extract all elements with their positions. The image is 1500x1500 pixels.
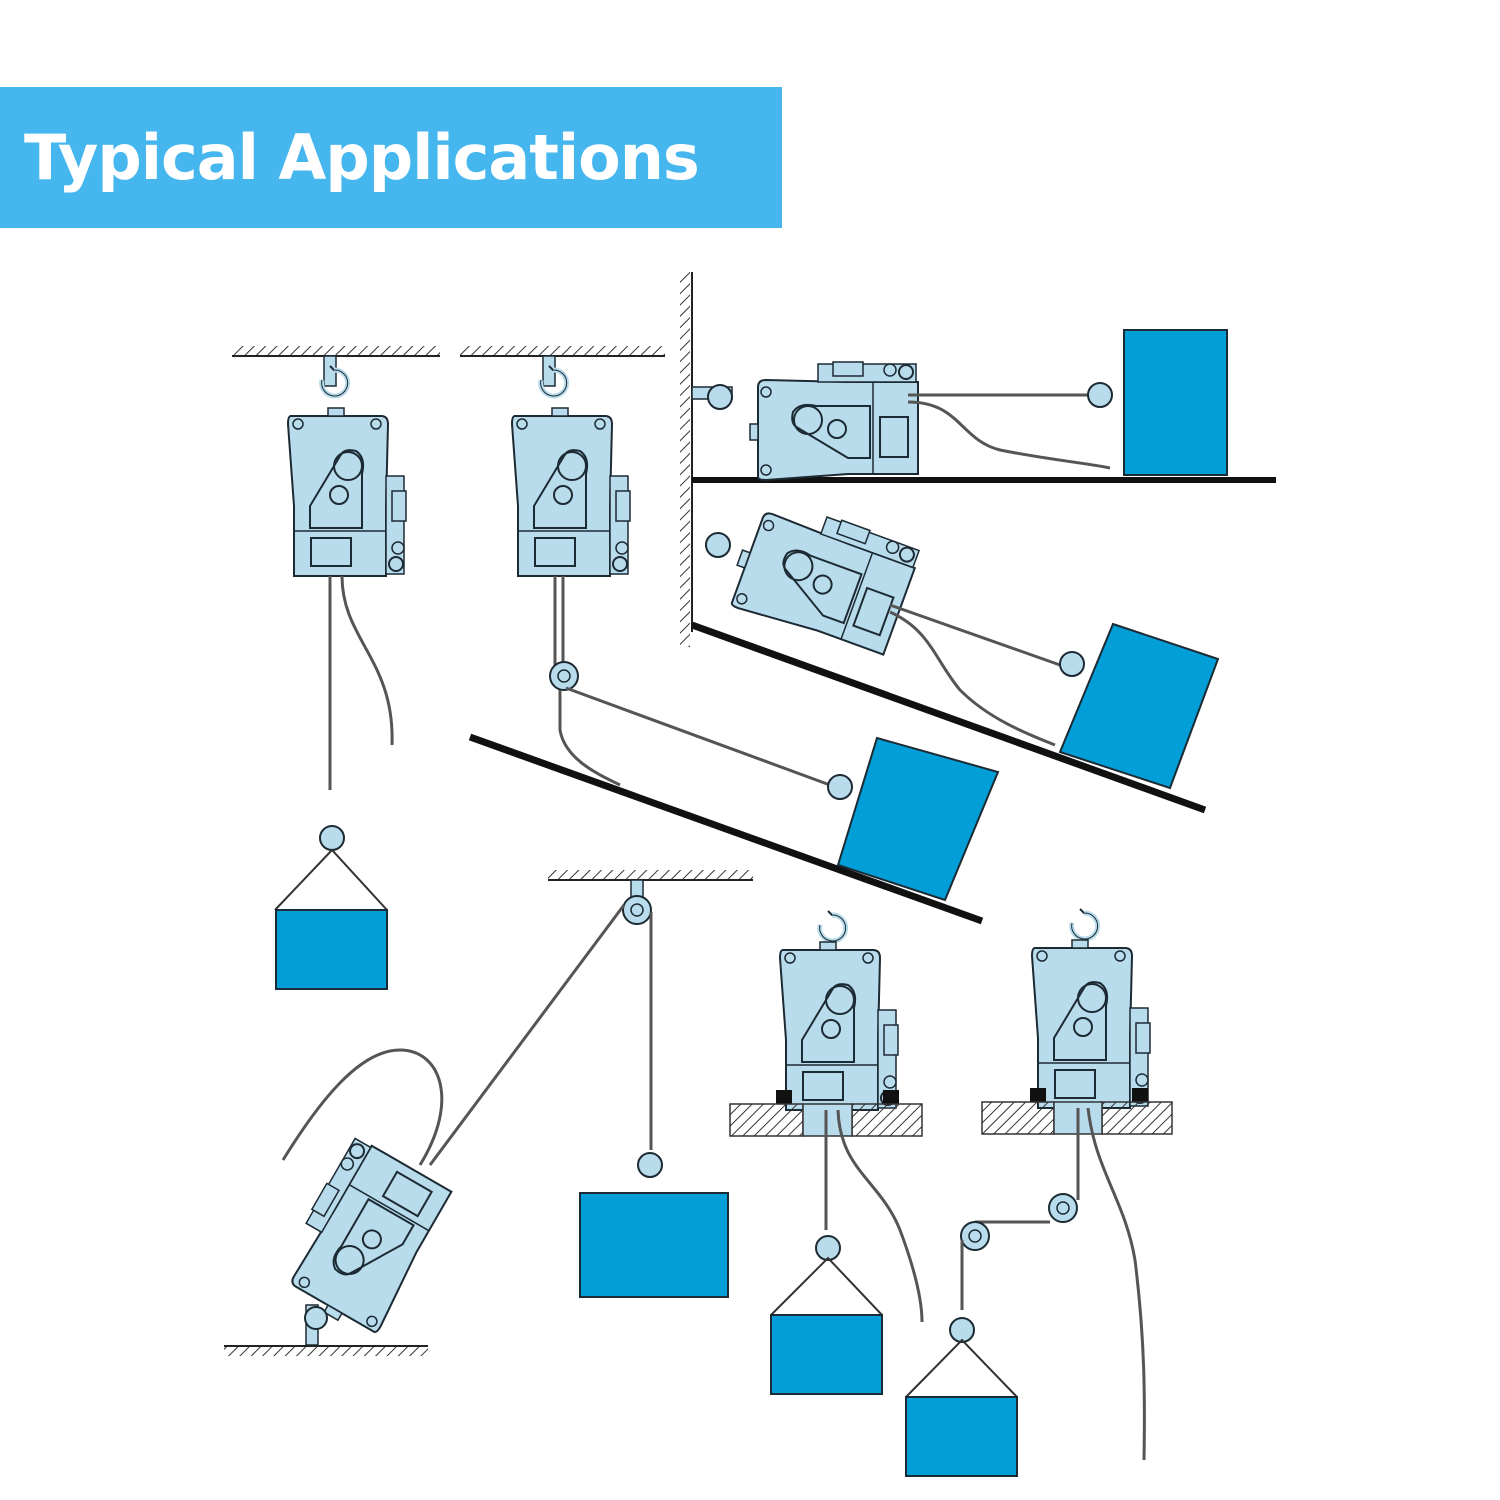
hoist-unit (1031, 939, 1151, 1109)
load-hook-icon (815, 1235, 841, 1261)
load-box (579, 1192, 729, 1298)
platform-hatch (1101, 1101, 1173, 1135)
pulley-icon (1048, 1193, 1078, 1223)
ceiling-hatch (232, 346, 440, 355)
incline-ground (690, 621, 1207, 814)
platform-hatch (981, 1101, 1055, 1135)
incline-ground (468, 733, 984, 925)
load-hook-icon (827, 774, 853, 800)
load-hook-icon (319, 825, 345, 851)
hoist-unit (269, 1134, 458, 1342)
scene-ceiling-pulley-incline-pull (460, 346, 1000, 925)
scene-ceiling-vertical-lift (232, 346, 440, 990)
load-hook-icon (949, 1317, 975, 1343)
ceiling-hatch (548, 870, 753, 879)
platform-hatch (851, 1103, 923, 1137)
pulley-icon (549, 661, 579, 691)
load-box (1058, 622, 1220, 790)
load-hook-icon (1059, 651, 1085, 677)
hoist-unit (287, 407, 407, 577)
platform-hatch (729, 1103, 804, 1137)
hook-icon (820, 911, 846, 941)
floor-hatch (224, 1347, 428, 1356)
hoist-unit (749, 361, 919, 481)
page-title: Typical Applications (24, 120, 700, 194)
wall-hatch (680, 272, 690, 647)
load-box (1123, 329, 1228, 476)
pulley-icon (622, 895, 652, 925)
load-box (275, 909, 388, 990)
hook-icon (1072, 909, 1098, 939)
hoist-unit (722, 490, 923, 662)
load-box (770, 1314, 883, 1395)
title-banner: Typical Applications (0, 87, 782, 228)
hook-icon (304, 1306, 328, 1330)
hoist-unit (511, 407, 631, 577)
hoist-unit (779, 941, 899, 1111)
hook-icon (705, 532, 731, 558)
scene-floor-anchor-pulley-lift (224, 870, 753, 1356)
scene-platform-mounted-double-pulley-lift (905, 909, 1173, 1477)
scene-wall-incline-pull (690, 490, 1220, 814)
pulley-icon (960, 1221, 990, 1251)
load-hook-icon (637, 1152, 663, 1178)
scene-platform-mounted-lift (729, 911, 924, 1395)
load-box (905, 1396, 1018, 1477)
load-box (836, 736, 1000, 902)
hook-icon (707, 384, 733, 410)
scene-wall-horizontal-pull (691, 329, 1276, 483)
load-hook-icon (1087, 382, 1113, 408)
ceiling-hatch (460, 346, 665, 355)
